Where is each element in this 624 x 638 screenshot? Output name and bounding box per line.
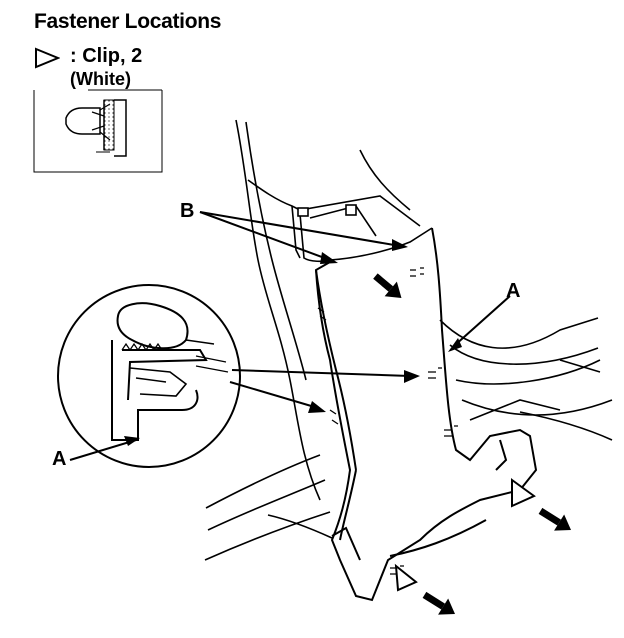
floor-lines — [439, 317, 613, 441]
door-frame-lines — [204, 119, 333, 561]
seal-detail-circle — [57, 284, 241, 468]
clip-markers — [394, 478, 536, 592]
callout-b: B — [180, 200, 195, 222]
upper-pillar — [247, 149, 433, 263]
panel-clip-marks — [317, 267, 458, 575]
pillar-trim-panel — [314, 227, 538, 602]
page-title: Fastener Locations — [34, 10, 222, 33]
leader-arrowheads — [124, 239, 462, 446]
callout-a-left: A — [52, 448, 67, 470]
clip-color-text: (White) — [70, 69, 131, 89]
clip-detail-inset — [33, 89, 163, 173]
clip-legend-text: : Clip, 2 — [70, 45, 143, 67]
clip-marker-triangle-icon — [511, 478, 536, 508]
callout-a-right: A — [506, 280, 521, 302]
leader-lines — [69, 211, 511, 461]
clip-marker-triangle-icon — [394, 563, 418, 592]
removal-arrows — [373, 273, 571, 615]
triangle-outline-icon — [35, 47, 60, 69]
